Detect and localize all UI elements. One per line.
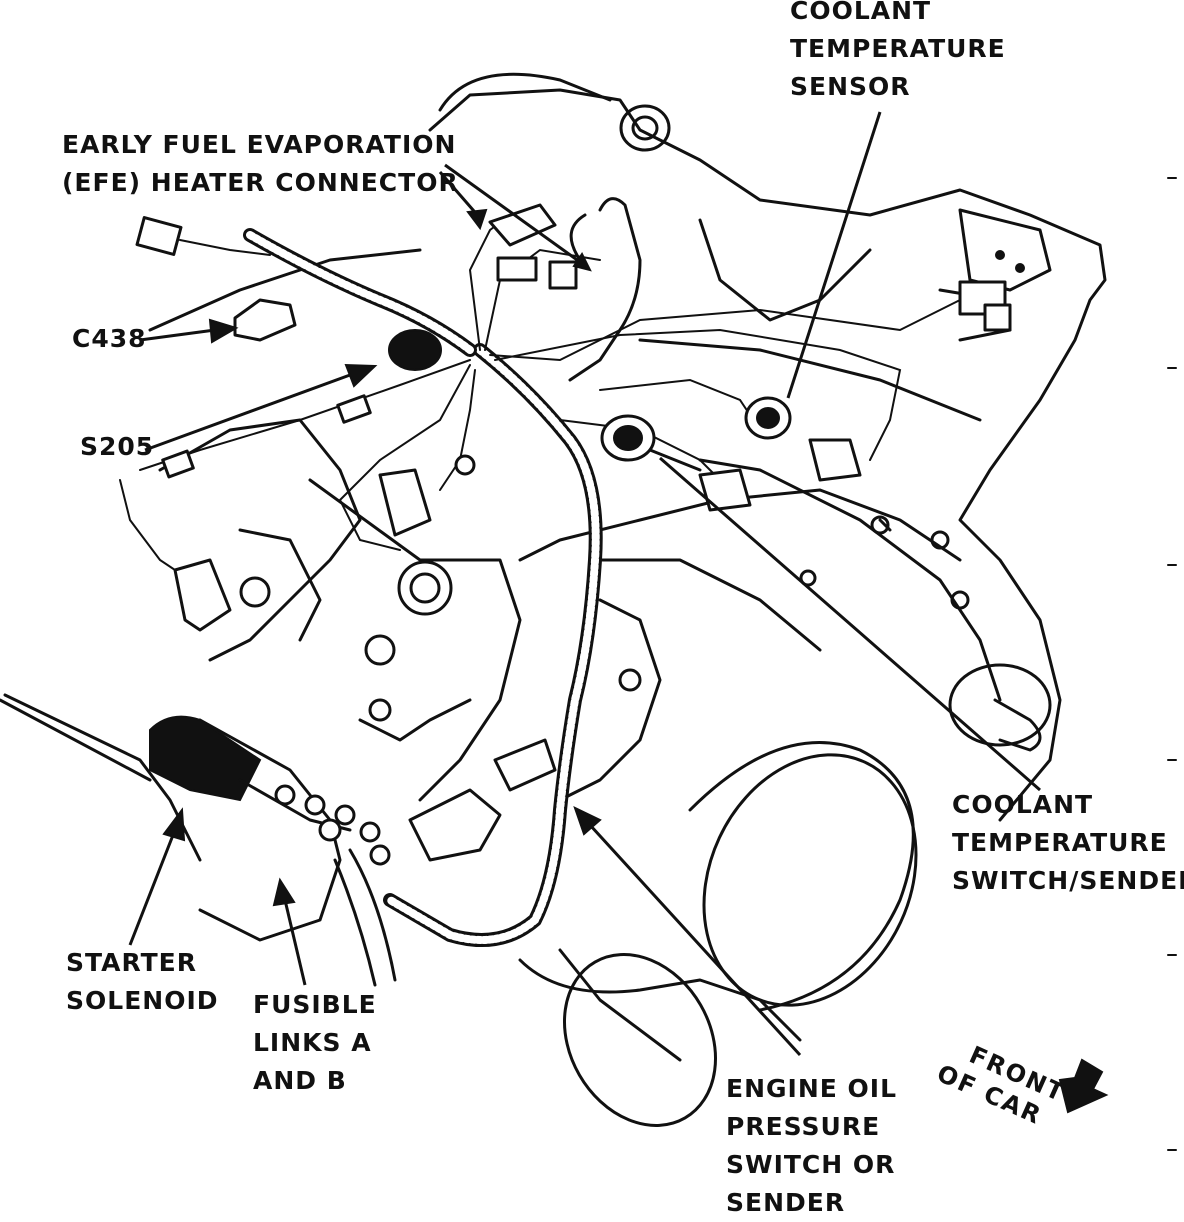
- leader-lines: [128, 111, 1041, 1057]
- label-s205: S205: [80, 432, 155, 461]
- front-arrow-icon: [1058, 1058, 1109, 1114]
- label-coolant-temp-sensor: COOLANT TEMPERATURE SENSOR: [790, 0, 1006, 101]
- transmission: [598, 458, 1052, 752]
- label-starter-solenoid: STARTER SOLENOID: [66, 948, 219, 1015]
- connectors: [135, 203, 1012, 862]
- label-oil-pressure-switch: ENGINE OIL PRESSURE SWITCH OR SENDER: [726, 1074, 898, 1217]
- label-c438: C438: [72, 324, 147, 353]
- sensors: [600, 396, 792, 472]
- label-coolant-temp-switch: COOLANT TEMPERATURE SWITCH/SENDER: [952, 790, 1184, 895]
- coolant-temp-sensor-body: [744, 396, 792, 440]
- label-efe-heater-connector: EARLY FUEL EVAPORATION (EFE) HEATER CONN…: [62, 130, 459, 197]
- coolant-temp-switch-body: [600, 414, 702, 472]
- starter-motor: [0, 693, 397, 987]
- margin-ticks: [1167, 177, 1177, 1151]
- label-fusible-links: FUSIBLE LINKS A AND B: [253, 990, 377, 1095]
- drum-housing: [518, 741, 918, 1127]
